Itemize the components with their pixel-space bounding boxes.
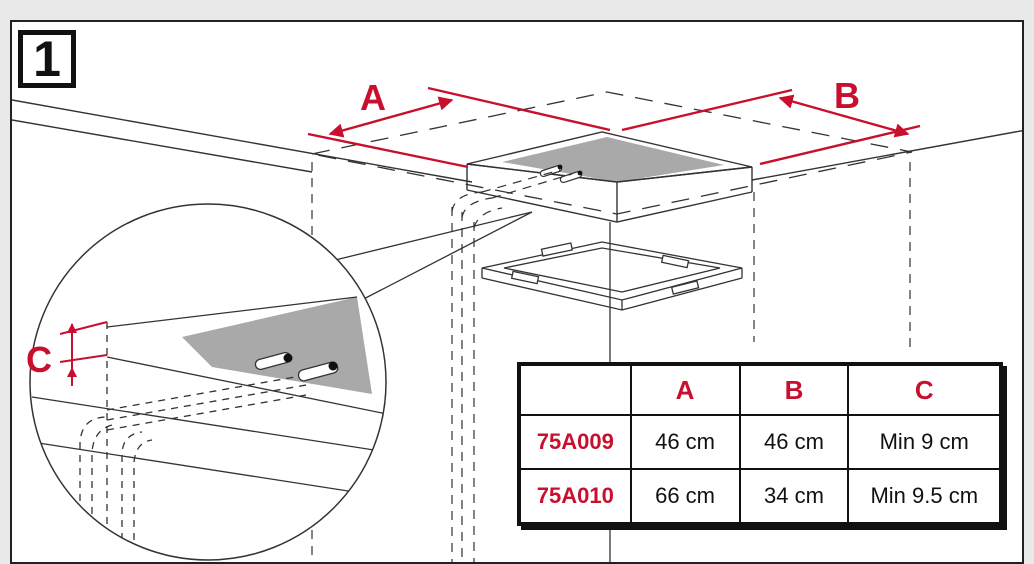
installation-diagram: 1 A B C A B C 75A009 46 cm 46 cm Min 9 c… bbox=[10, 20, 1024, 564]
value-b: 46 cm bbox=[738, 414, 850, 470]
header-cell-model bbox=[518, 363, 632, 416]
table-header-row: A B C bbox=[518, 363, 1002, 416]
dimension-label-c: C bbox=[26, 339, 52, 380]
dimension-label-a: A bbox=[360, 77, 386, 118]
detail-circle bbox=[29, 203, 387, 561]
header-cell-a: A bbox=[629, 363, 741, 416]
table-row: 75A009 46 cm 46 cm Min 9 cm bbox=[518, 414, 1002, 470]
dimension-c-lines bbox=[59, 321, 108, 386]
step-number-badge: 1 bbox=[18, 30, 76, 88]
model-code: 75A010 bbox=[518, 467, 632, 526]
value-b: 34 cm bbox=[738, 467, 850, 526]
header-cell-b: B bbox=[738, 363, 850, 416]
header-cell-c: C bbox=[847, 363, 1002, 416]
value-c: Min 9.5 cm bbox=[847, 467, 1002, 526]
dimension-a-lines bbox=[307, 86, 611, 169]
cutout-dashed-outline bbox=[311, 91, 913, 215]
dimension-b-lines bbox=[621, 88, 921, 166]
ceiling-hood-drawing bbox=[12, 86, 1022, 562]
ceiling-lines bbox=[12, 99, 1022, 183]
zoom-callout bbox=[326, 211, 533, 305]
value-a: 46 cm bbox=[629, 414, 741, 470]
value-a: 66 cm bbox=[629, 467, 741, 526]
dimension-table: A B C 75A009 46 cm 46 cm Min 9 cm 75A010… bbox=[517, 362, 1003, 526]
model-code: 75A009 bbox=[518, 414, 632, 470]
mounting-frame bbox=[481, 241, 743, 311]
ceiling-opening bbox=[466, 131, 753, 223]
dimension-label-b: B bbox=[834, 75, 860, 116]
table-row: 75A010 66 cm 34 cm Min 9.5 cm bbox=[518, 467, 1002, 526]
value-c: Min 9 cm bbox=[847, 414, 1002, 470]
